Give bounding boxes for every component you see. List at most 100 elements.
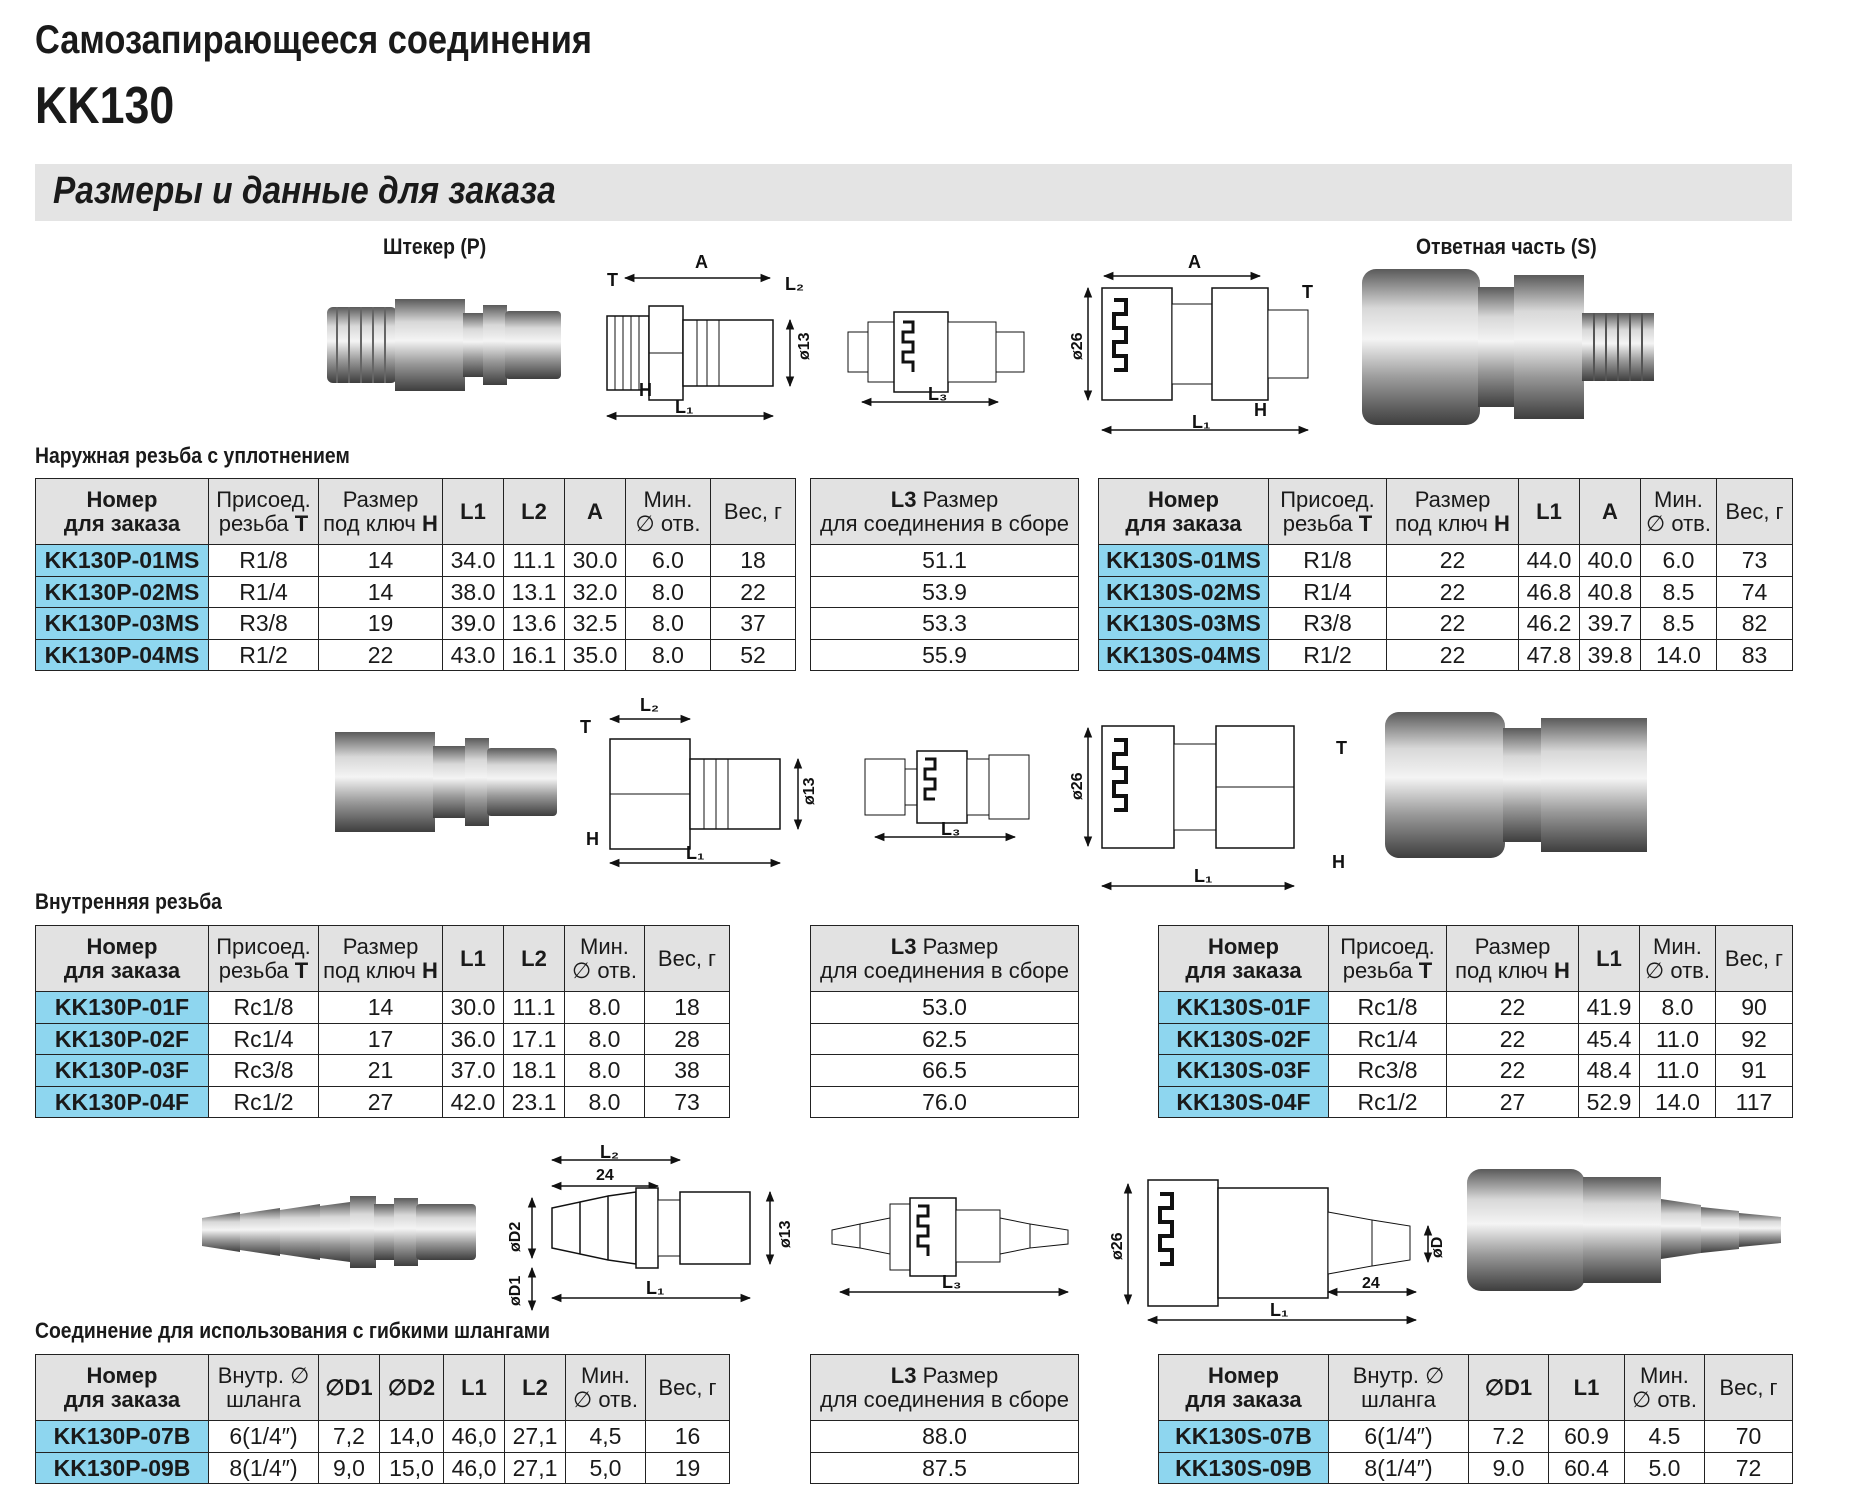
header-text: шланга (1361, 1386, 1436, 1412)
header-text: Размер (916, 1362, 999, 1388)
table-cell: 14.0 (1639, 1085, 1716, 1118)
table-cell: 38.0 (442, 575, 504, 608)
table-cell: 7.2 (1468, 1420, 1549, 1453)
plug-drawing-male: A L₂ T ø13 L₁ H (605, 252, 813, 421)
plug-photo-male (327, 299, 561, 391)
table-cell: 60.9 (1548, 1420, 1625, 1453)
table-cell: 73 (1716, 544, 1793, 577)
header-text: Присоед. (1340, 933, 1435, 959)
table-cell: Rc1/8 (208, 991, 319, 1024)
table-cell: 22 (1386, 607, 1519, 640)
dimension-label: ø26 (1109, 1232, 1126, 1260)
table-cell: Rc1/2 (208, 1085, 319, 1118)
table-cell: 13.1 (503, 575, 565, 608)
table-cell: 8(1/4″) (1328, 1451, 1469, 1484)
col-minhole: Мин.∅ отв. (565, 1354, 646, 1421)
plug-drawing-hose: L₂ 24 øD2 øD1 ø13 L₁ (507, 1142, 794, 1312)
part-number-cell: KK130P-01F (35, 991, 209, 1024)
table-cell: 4.5 (1624, 1420, 1705, 1453)
part-number-cell: KK130S-09B (1158, 1451, 1329, 1484)
header-text: под ключ (323, 510, 423, 536)
table-cell: 22 (1386, 638, 1519, 671)
table-cell: 42.0 (442, 1085, 504, 1118)
dimension-label: ø26 (1069, 332, 1086, 360)
table-cell: 16.1 (503, 638, 565, 671)
table-cell: 53.0 (810, 991, 1079, 1024)
table-cell: 32.0 (564, 575, 626, 608)
header-text: Размер (916, 933, 999, 959)
table-cell: 51.1 (810, 544, 1079, 577)
table-cell: 11.0 (1639, 1022, 1716, 1055)
header-text: Внутр. ∅ (217, 1362, 310, 1388)
male-section-title: Наружная резьба с уплотнением (35, 443, 350, 468)
section-band: Размеры и данные для заказа (35, 164, 1792, 221)
header-text: под ключ (323, 957, 423, 983)
part-number-cell: KK130S-01MS (1098, 544, 1269, 577)
dimension-label: T (580, 717, 591, 737)
col-thread: Присоед.резьба T (208, 478, 319, 545)
header-text: L3 (890, 486, 917, 512)
header-text: под ключ (1455, 957, 1555, 983)
table-cell: 17 (318, 1022, 443, 1055)
dimension-label: ø13 (801, 777, 818, 805)
col-hose-id: Внутр. ∅шланга (1328, 1354, 1469, 1421)
table-cell: 38 (644, 1054, 730, 1087)
header-text: Размер (1474, 933, 1551, 959)
table-cell: 6.0 (1640, 544, 1717, 577)
header-text: для заказа (1125, 510, 1242, 536)
table-cell: R3/8 (1268, 607, 1387, 640)
part-number-cell: KK130P-07B (35, 1420, 209, 1453)
part-number-cell: KK130S-02F (1158, 1022, 1329, 1055)
table-cell: Rc3/8 (208, 1054, 319, 1087)
col-minhole: Мин.∅ отв. (1640, 478, 1717, 545)
table-cell: 55.9 (810, 638, 1079, 671)
header-text: H (422, 957, 438, 983)
dimension-label: 24 (596, 1167, 614, 1184)
header-text: Номер (1208, 933, 1279, 959)
part-number-cell: KK130S-01F (1158, 991, 1329, 1024)
table-cell: 92 (1715, 1022, 1793, 1055)
dimension-label: L₂ (600, 1142, 619, 1162)
table-cell: 23.1 (503, 1085, 565, 1118)
table-cell: Rc1/4 (208, 1022, 319, 1055)
dimension-label: ø26 (1069, 772, 1086, 800)
table-cell: 34.0 (442, 544, 504, 577)
table-cell: 14,0 (379, 1420, 444, 1453)
table-cell: 88.0 (810, 1420, 1079, 1453)
table-cell: 6.0 (625, 544, 711, 577)
dimension-label: T (1302, 282, 1313, 302)
part-number-cell: KK130P-02F (35, 1022, 209, 1055)
table-cell: 47.8 (1518, 638, 1580, 671)
header-text: для заказа (1185, 957, 1302, 983)
header-text: Мин. (643, 486, 693, 512)
table-cell: 22 (318, 638, 443, 671)
header-text: L3 (890, 1362, 917, 1388)
table-cell: 22 (710, 575, 796, 608)
header-text: Номер (86, 1362, 158, 1388)
col-l1: L1 (443, 1354, 505, 1421)
header-text: для заказа (63, 957, 181, 983)
assembly-drawing-female: L₃ (864, 750, 1030, 842)
col-minhole: Мин.∅ отв. (625, 478, 711, 545)
table-cell: 40.8 (1579, 575, 1641, 608)
col-thread: Присоед.резьба T (1328, 925, 1447, 992)
table-row: 53.3 (810, 607, 1079, 640)
table-cell: 16 (645, 1420, 730, 1453)
table-cell: 30.0 (442, 991, 504, 1024)
col-minhole: Мин.∅ отв. (1639, 925, 1716, 992)
header-text: резьба (1282, 510, 1359, 536)
table-cell: 14 (318, 991, 443, 1024)
col-d1: ∅D1 (318, 1354, 380, 1421)
table-row: 87.5 (810, 1451, 1079, 1484)
